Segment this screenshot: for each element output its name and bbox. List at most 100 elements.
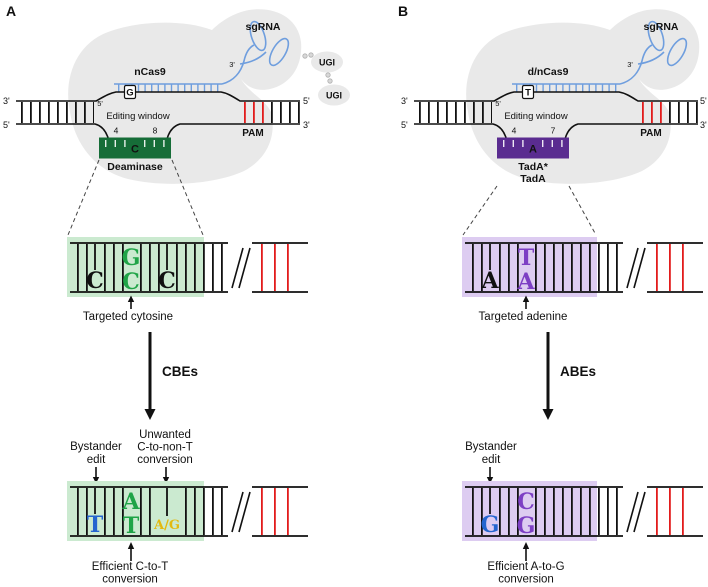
panel-a: A UGI UGI sgRNA 3' 5' [3, 3, 350, 586]
cbe-arrow: CBEs [144, 332, 198, 420]
opposite-base-box-b [521, 84, 535, 100]
opposite-base-b: T [525, 88, 531, 99]
bystander-label-1-b: Bystander [465, 441, 517, 453]
sgrna-hairpin-2 [666, 37, 688, 67]
outcome-pair-top-a: A [121, 489, 140, 515]
sgrna-hairpin-2 [268, 37, 290, 67]
sgrna-3prime-tail [239, 51, 267, 65]
outcome-pair-top-b: C [517, 489, 535, 515]
zoom-pair-bottom-a: C [122, 269, 140, 295]
outcome-pair-bottom-b: G [517, 513, 536, 539]
pam-label-a: PAM [242, 128, 263, 139]
panel-b-label: B [398, 3, 408, 19]
sgrna-hairpin-1 [249, 20, 267, 52]
panel-a-label: A [6, 3, 16, 19]
window-end-a: 8 [153, 126, 158, 136]
sgrna-3prime-label-a: 3' [229, 60, 235, 69]
bystander-base-a: T [87, 512, 104, 538]
dna-top-strand [414, 91, 698, 102]
sgrna-5prime-label-b: 5' [495, 99, 501, 108]
zoom-pair-top-a: G [122, 245, 141, 271]
sgrna-3prime-label-b: 3' [627, 60, 633, 69]
pam-label-b: PAM [640, 128, 661, 139]
caption-arrowhead-b [522, 295, 530, 302]
efficient-label-1-b: Efficient A-to-G [487, 561, 564, 573]
editing-window-label-b: Editing window [504, 111, 568, 122]
ugi-top-label: UGI [319, 58, 335, 68]
zoom-flank-left-a: C [86, 268, 104, 294]
outcome-pair-bottom-a: T [123, 513, 140, 539]
zoom-ladder-b: A T A Targeted adenine [462, 237, 703, 323]
abe-label: ABEs [560, 364, 596, 379]
linker-bead [325, 72, 331, 78]
ugi-domains: UGI UGI [302, 51, 350, 106]
zoom-flank-right-a: C [158, 268, 176, 294]
linker-bead [302, 53, 308, 59]
zoom-flank-left-b: A [480, 268, 499, 294]
editing-window-highlight-b [462, 237, 597, 297]
zoom-connector-left-a [67, 159, 100, 236]
sgrna-label-b: sgRNA [643, 21, 678, 33]
window-start-a: 4 [114, 126, 119, 136]
abe-arrow: ABEs [542, 332, 596, 420]
sgrna-hairpin-1 [647, 20, 665, 52]
linker-bead [327, 78, 333, 84]
tada-star-label: TadA* [518, 161, 548, 173]
sgrna-a [114, 20, 290, 92]
ugi-blob-top [311, 51, 343, 73]
unwanted-label-1: Unwanted [139, 429, 191, 441]
window-end-b: 7 [551, 126, 556, 136]
zoom-pair-bottom-b: A [516, 269, 535, 295]
outcome-highlight-a [67, 481, 204, 541]
linker-bead [308, 52, 314, 58]
dna-right-top-end-a: 5' [303, 96, 310, 106]
sgrna-label-a: sgRNA [245, 21, 280, 33]
zoom-pair-top-b: T [518, 245, 535, 271]
editing-window-highlight-a [67, 237, 204, 297]
sgrna-b [512, 20, 688, 92]
ncas9-label: nCas9 [134, 66, 166, 78]
tada-label: TadA [520, 173, 546, 185]
dna-left-top-end-a: 3' [3, 96, 10, 106]
dna-left-bottom-end-b: 5' [401, 120, 408, 130]
zoom-caption-b: Targeted adenine [479, 311, 568, 323]
deaminase-label: Deaminase [107, 161, 163, 173]
outcome-ladder-b: Bystander edit G C G [462, 441, 703, 586]
bystander-base-b: G [481, 512, 500, 538]
zoom-connector-right-b [568, 185, 597, 236]
zoom-caption-a: Targeted cytosine [83, 311, 173, 323]
window-base-a: C [131, 144, 139, 156]
dncas9-label: d/nCas9 [528, 66, 569, 78]
zoom-connector-left-b [462, 185, 498, 236]
cbe-label: CBEs [162, 364, 198, 379]
unwanted-base: A/G [153, 518, 180, 533]
dna-left-top-end-b: 3' [401, 96, 408, 106]
efficient-label-1-a: Efficient C-to-T [92, 561, 168, 573]
bystander-label-1-a: Bystander [70, 441, 122, 453]
window-base-b: A [529, 144, 537, 156]
unwanted-label-3: conversion [137, 454, 193, 466]
dna-top-strand [16, 91, 300, 102]
panel-b: B sgRNA 3' 5' 3' 5' 5' 3' PAM T [398, 3, 707, 586]
tada-window-box [497, 137, 569, 159]
efficient-label-2-a: conversion [102, 574, 158, 586]
bystander-label-2-a: edit [87, 454, 106, 466]
dna-right-bottom-end-a: 3' [303, 120, 310, 130]
window-start-b: 4 [512, 126, 517, 136]
unwanted-label-2: C-to-non-T [137, 442, 193, 454]
outcome-highlight-b [462, 481, 597, 541]
dna-left-bottom-end-a: 5' [3, 120, 10, 130]
opposite-base-a: G [126, 88, 133, 99]
deaminase-window-box [99, 137, 171, 159]
ugi-bottom-label: UGI [326, 91, 342, 101]
editing-window-label-a: Editing window [106, 111, 170, 122]
outcome-ladder-a: Bystander edit Unwanted C-to-non-T conve… [67, 429, 308, 586]
sgrna-scaffold-line [221, 44, 255, 85]
dna-right-top-end-b: 5' [700, 96, 707, 106]
zoom-ladder-a: C G C C Targeted cytosine [67, 237, 308, 323]
dna-right-bottom-end-b: 3' [700, 120, 707, 130]
sgrna-3prime-tail [637, 51, 665, 65]
efficient-label-2-b: conversion [498, 574, 554, 586]
bystander-label-2-b: edit [482, 454, 501, 466]
